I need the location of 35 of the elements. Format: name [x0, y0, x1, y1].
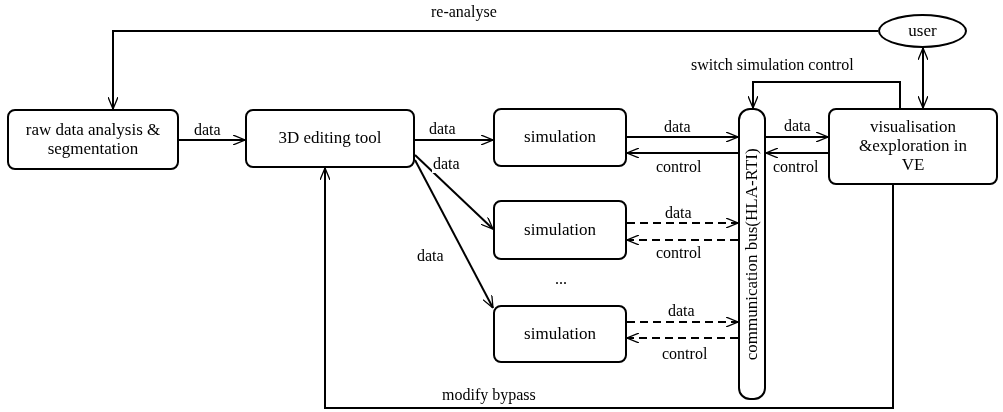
process-box: [493, 200, 627, 260]
node-label: simulation: [524, 324, 596, 344]
bus-bar: [738, 108, 766, 400]
edge-label: modify bypass: [441, 386, 537, 404]
arrow: [414, 154, 494, 230]
arrow: [626, 316, 739, 328]
arrow: [765, 147, 829, 159]
process-box: [828, 108, 998, 185]
arrow: [319, 167, 894, 409]
edge-label: re-analyse: [430, 3, 498, 21]
arrow: [626, 147, 739, 159]
arrow: [414, 159, 494, 309]
process-box: [493, 108, 627, 167]
arrow: [107, 30, 879, 110]
arrow: [626, 131, 739, 143]
node-label: simulation: [524, 220, 596, 240]
arrow: [917, 47, 929, 109]
edge-label: data: [432, 155, 461, 173]
arrow: [747, 81, 901, 109]
arrow: [414, 134, 494, 146]
bus-label: communication bus(HLA-RTI): [742, 148, 762, 360]
process-box: [7, 109, 179, 170]
ellipsis-label: ...: [555, 270, 567, 288]
node-label: user: [908, 21, 937, 41]
arrow: [626, 234, 739, 246]
process-box: [245, 109, 415, 168]
arrow: [765, 131, 829, 143]
arrow: [626, 332, 739, 344]
arrow: [178, 134, 246, 146]
node-label: raw data analysis & segmentation: [25, 120, 161, 159]
node-label: 3D editing tool: [278, 129, 382, 148]
node-label: visualisation &exploration in VE: [857, 118, 969, 175]
process-box: [493, 305, 627, 363]
node-label: simulation: [524, 128, 596, 147]
arrow: [626, 217, 739, 229]
